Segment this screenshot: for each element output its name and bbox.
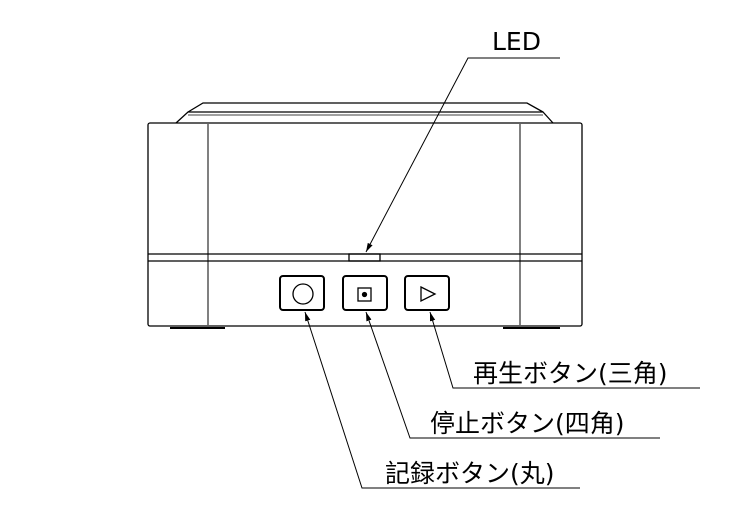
leader-lines — [304, 57, 700, 489]
stop-button-label: 停止ボタン(四角) — [430, 409, 625, 438]
triangle-icon — [420, 285, 437, 303]
record-button-label: 記録ボタン(丸) — [385, 459, 555, 488]
body-band — [148, 253, 582, 262]
led-label: LED — [492, 27, 541, 56]
circle-icon — [292, 283, 314, 305]
play-button-label: 再生ボタン(三角) — [473, 359, 668, 388]
device-body — [147, 122, 583, 327]
record-button[interactable] — [279, 275, 325, 311]
top-lid — [175, 102, 554, 124]
square-icon — [357, 287, 372, 302]
play-button[interactable] — [404, 275, 450, 311]
stop-button[interactable] — [342, 275, 388, 311]
led-indicator — [348, 253, 381, 262]
